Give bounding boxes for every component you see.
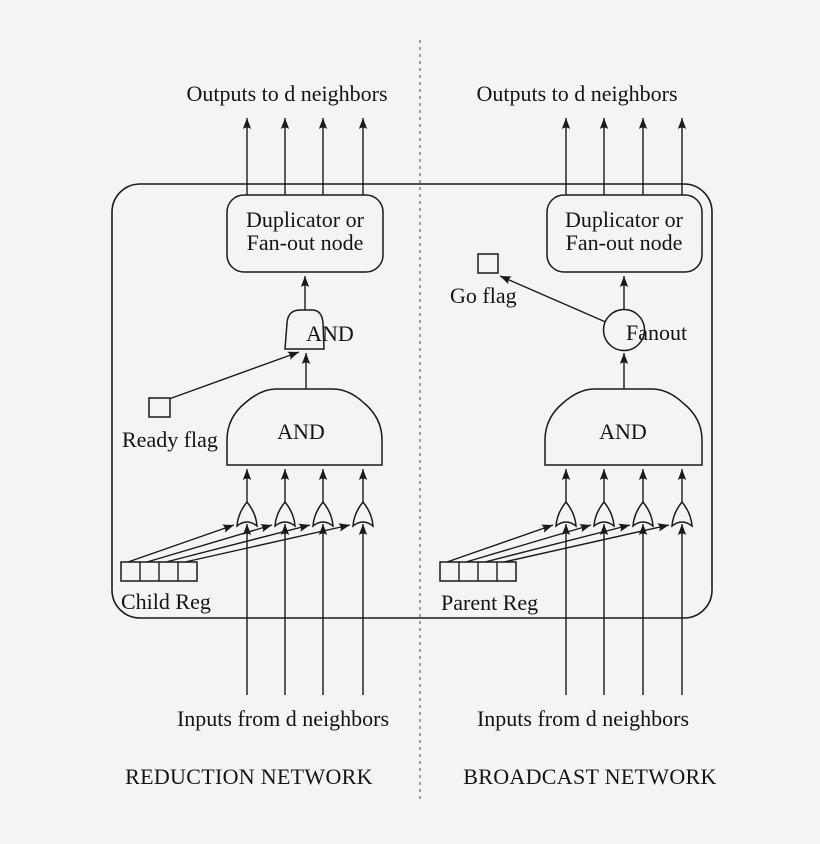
inputs-label: Inputs from d neighbors: [177, 706, 389, 731]
outputs-label: Outputs to d neighbors: [186, 81, 387, 106]
small-and-label: AND: [306, 321, 354, 346]
parent-register-label: Parent Reg: [441, 590, 538, 615]
big-and-gate: [544, 388, 703, 466]
register-to-or-arrow: [503, 523, 670, 563]
inputs-label: Inputs from d neighbors: [477, 706, 689, 731]
duplicator-label-line1: Duplicator or: [246, 207, 365, 232]
broadcast-network-title: BROADCAST NETWORK: [463, 764, 716, 789]
register-to-or-arrow: [465, 524, 592, 563]
outputs-label: Outputs to d neighbors: [476, 81, 677, 106]
register-to-or-arrow: [127, 524, 235, 563]
duplicator-node-box: [546, 194, 703, 273]
ready-flag-to-and-arrow: [168, 351, 300, 400]
fanout-to-go-flag-arrow: [499, 275, 625, 331]
node-boundary-box: [111, 183, 713, 619]
register-to-or-arrow: [165, 523, 311, 563]
broadcast-labels: Outputs to d neighbors Duplicator or Fan…: [441, 81, 716, 789]
reduction-labels: Outputs to d neighbors Duplicator or Fan…: [121, 81, 389, 789]
child-register: [120, 561, 198, 582]
broadcast-shapes: [439, 194, 703, 582]
fanout-node-circle: [602, 308, 646, 352]
reduction-network-title: REDUCTION NETWORK: [125, 764, 373, 789]
big-and-label: AND: [277, 419, 325, 444]
reduction-shapes: [120, 194, 384, 582]
big-and-label: AND: [599, 419, 647, 444]
child-register-label: Child Reg: [121, 589, 211, 614]
go-flag-label: Go flag: [450, 283, 517, 308]
register-to-or-arrow: [184, 523, 351, 563]
fanout-label: Fanout: [626, 320, 687, 345]
ready-flag-label: Ready flag: [122, 427, 218, 452]
register-to-or-arrow: [146, 524, 273, 563]
broadcast-wires: [446, 118, 687, 695]
reduction-wires: [127, 118, 368, 695]
duplicator-label-line2: Fan-out node: [247, 230, 364, 255]
register-to-or-arrow: [446, 524, 554, 563]
duplicator-node-box: [226, 194, 384, 273]
go-flag-box: [477, 253, 499, 274]
duplicator-label-line1: Duplicator or: [565, 207, 684, 232]
ready-flag-box: [148, 397, 171, 418]
duplicator-label-line2: Fan-out node: [566, 230, 683, 255]
register-to-or-arrow: [484, 523, 631, 563]
big-and-gate: [226, 388, 383, 466]
small-and-gate: [284, 309, 325, 350]
parent-register: [439, 561, 517, 582]
